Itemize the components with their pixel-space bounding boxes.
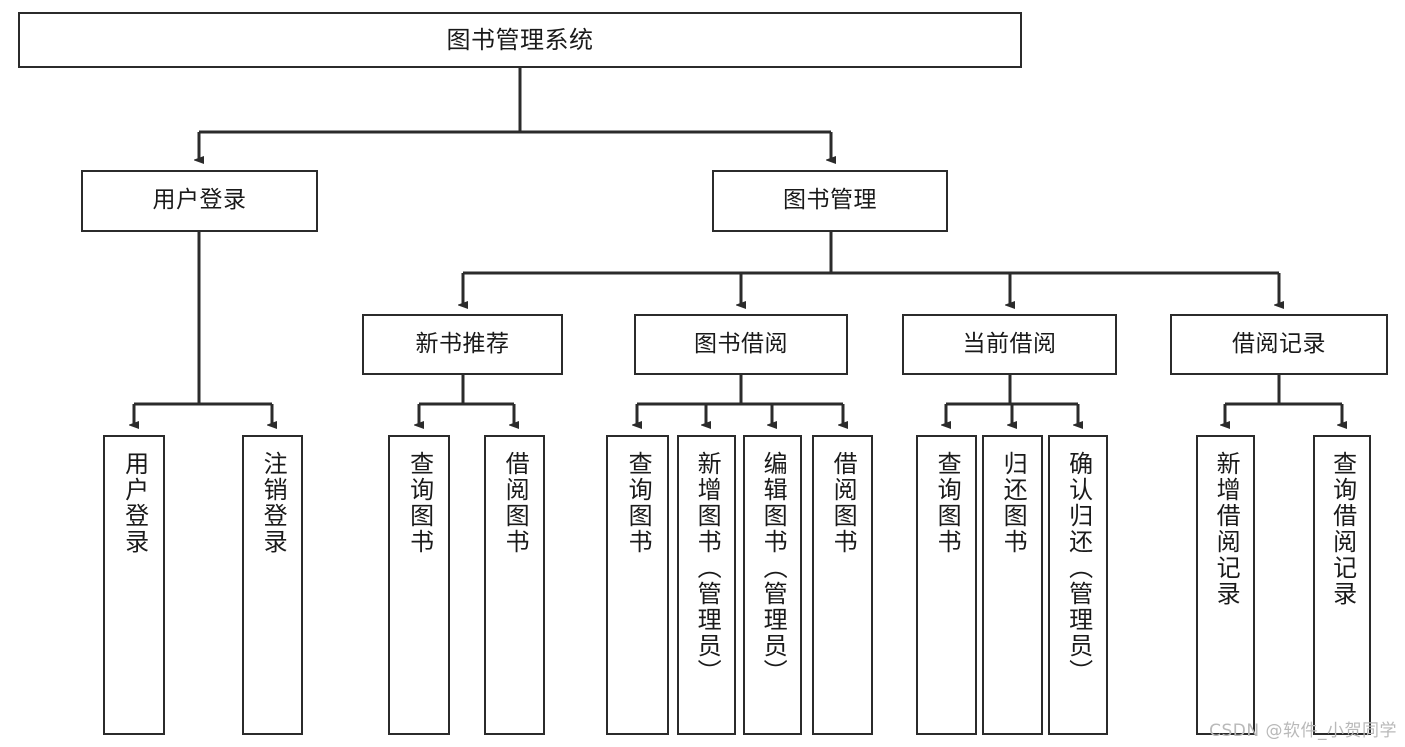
node-label: 查询借阅记录	[1328, 451, 1357, 607]
node-label: 查询图书	[933, 451, 962, 555]
node-label: 查询图书	[624, 451, 653, 555]
node-label: 归还图书	[999, 451, 1028, 555]
node-label: 图书管理系统	[446, 25, 594, 54]
leaf-book-borrow-borrow[interactable]: 借阅图书	[812, 435, 873, 735]
leaf-current-borrow-return[interactable]: 归还图书	[982, 435, 1043, 735]
leaf-new-book-borrow[interactable]: 借阅图书	[484, 435, 545, 735]
leaf-borrow-record-add[interactable]: 新增借阅记录	[1196, 435, 1255, 735]
node-label: 查询图书	[405, 451, 434, 555]
leaf-user-login-login[interactable]: 用户登录	[103, 435, 165, 735]
node-label: 用户登录	[152, 187, 247, 214]
node-label: 借阅记录	[1232, 330, 1326, 357]
node-label: 新书推荐	[415, 330, 510, 357]
leaf-new-book-query[interactable]: 查询图书	[388, 435, 450, 735]
node-label: 借阅图书	[501, 451, 530, 555]
leaf-current-borrow-query[interactable]: 查询图书	[916, 435, 977, 735]
node-label: 确认归还（管理员）	[1064, 451, 1093, 685]
node-label: 图书管理	[783, 187, 877, 214]
node-label: 注销登录	[259, 451, 288, 555]
node-book-borrow[interactable]: 图书借阅	[634, 314, 848, 375]
node-borrow-record[interactable]: 借阅记录	[1170, 314, 1388, 375]
node-label: 借阅图书	[829, 451, 858, 555]
leaf-book-borrow-add[interactable]: 新增图书（管理员）	[677, 435, 736, 735]
node-label: 图书借阅	[694, 330, 788, 357]
leaf-borrow-record-query[interactable]: 查询借阅记录	[1313, 435, 1371, 735]
node-label: 编辑图书（管理员）	[759, 451, 788, 685]
node-book-management[interactable]: 图书管理	[712, 170, 948, 232]
leaf-book-borrow-query[interactable]: 查询图书	[606, 435, 669, 735]
leaf-user-login-logout[interactable]: 注销登录	[242, 435, 303, 735]
node-new-book-recommend[interactable]: 新书推荐	[362, 314, 563, 375]
node-label: 用户登录	[120, 451, 149, 555]
node-label: 新增图书（管理员）	[693, 451, 722, 685]
watermark-text: CSDN @软件_小贺同学	[1209, 721, 1397, 741]
node-current-borrow[interactable]: 当前借阅	[902, 314, 1117, 375]
node-label: 新增借阅记录	[1212, 451, 1241, 607]
node-user-login[interactable]: 用户登录	[81, 170, 318, 232]
leaf-current-borrow-confirm-return[interactable]: 确认归还（管理员）	[1048, 435, 1108, 735]
node-root-system[interactable]: 图书管理系统	[18, 12, 1022, 68]
leaf-book-borrow-edit[interactable]: 编辑图书（管理员）	[743, 435, 802, 735]
node-label: 当前借阅	[962, 330, 1057, 357]
